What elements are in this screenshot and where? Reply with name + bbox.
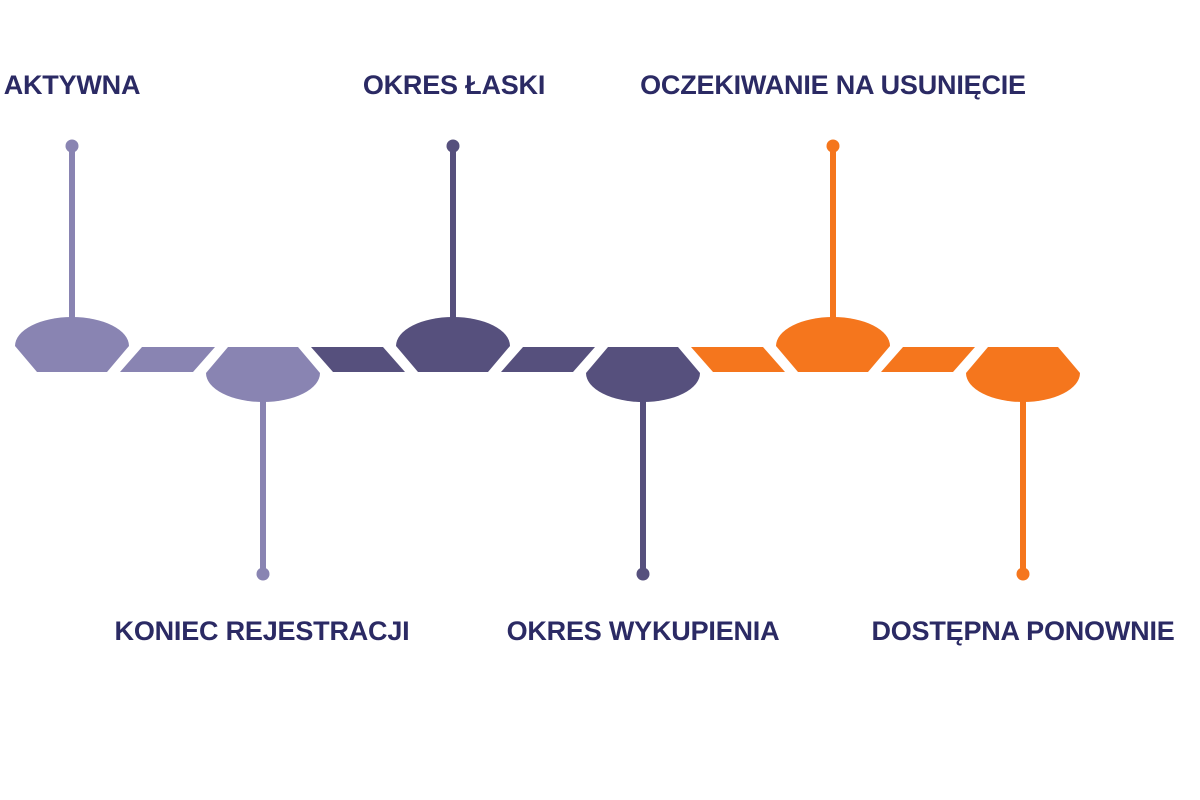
stage-4-dot	[636, 567, 650, 581]
stage-3-dot	[446, 139, 460, 153]
stage-5-marker	[776, 139, 890, 372]
stage-2-marker	[206, 347, 320, 581]
stage-5-node-shape	[776, 317, 890, 372]
stage-1-stem	[69, 150, 75, 319]
stage-2-stem	[260, 400, 266, 570]
stage-1-dot	[65, 139, 79, 153]
segment-4-5	[691, 347, 785, 372]
stage-6-label: DOSTĘPNA PONOWNIE	[871, 616, 1175, 646]
stage-6-node-shape	[966, 347, 1080, 402]
stage-4-marker	[586, 347, 700, 581]
stage-6-marker	[966, 347, 1080, 581]
stage-5-label: OCZEKIWANIE NA USUNIĘCIE	[640, 70, 1026, 100]
stage-1-label: AKTYWNA	[3, 70, 141, 100]
stage-1-node-shape	[15, 317, 129, 372]
stage-5-dot	[826, 139, 840, 153]
stage-4-node-shape	[586, 347, 700, 402]
stage-6-stem	[1020, 400, 1026, 570]
stage-6-dot	[1016, 567, 1030, 581]
segment-3-4	[501, 347, 595, 372]
segment-5-6	[881, 347, 975, 372]
segment-2-3	[311, 347, 405, 372]
stage-2-dot	[256, 567, 270, 581]
stage-5-stem	[830, 150, 836, 319]
stage-3-stem	[450, 150, 456, 319]
stage-3-node-shape	[396, 317, 510, 372]
stage-2-node-shape	[206, 347, 320, 402]
stage-4-label: OKRES WYKUPIENIA	[506, 616, 780, 646]
stage-3-label: OKRES ŁASKI	[362, 70, 546, 100]
stage-3-marker	[396, 139, 510, 372]
stage-2-label: KONIEC REJESTRACJI	[114, 616, 410, 646]
stage-4-stem	[640, 400, 646, 570]
stage-1-marker	[15, 139, 129, 372]
segment-1-2	[120, 347, 215, 372]
